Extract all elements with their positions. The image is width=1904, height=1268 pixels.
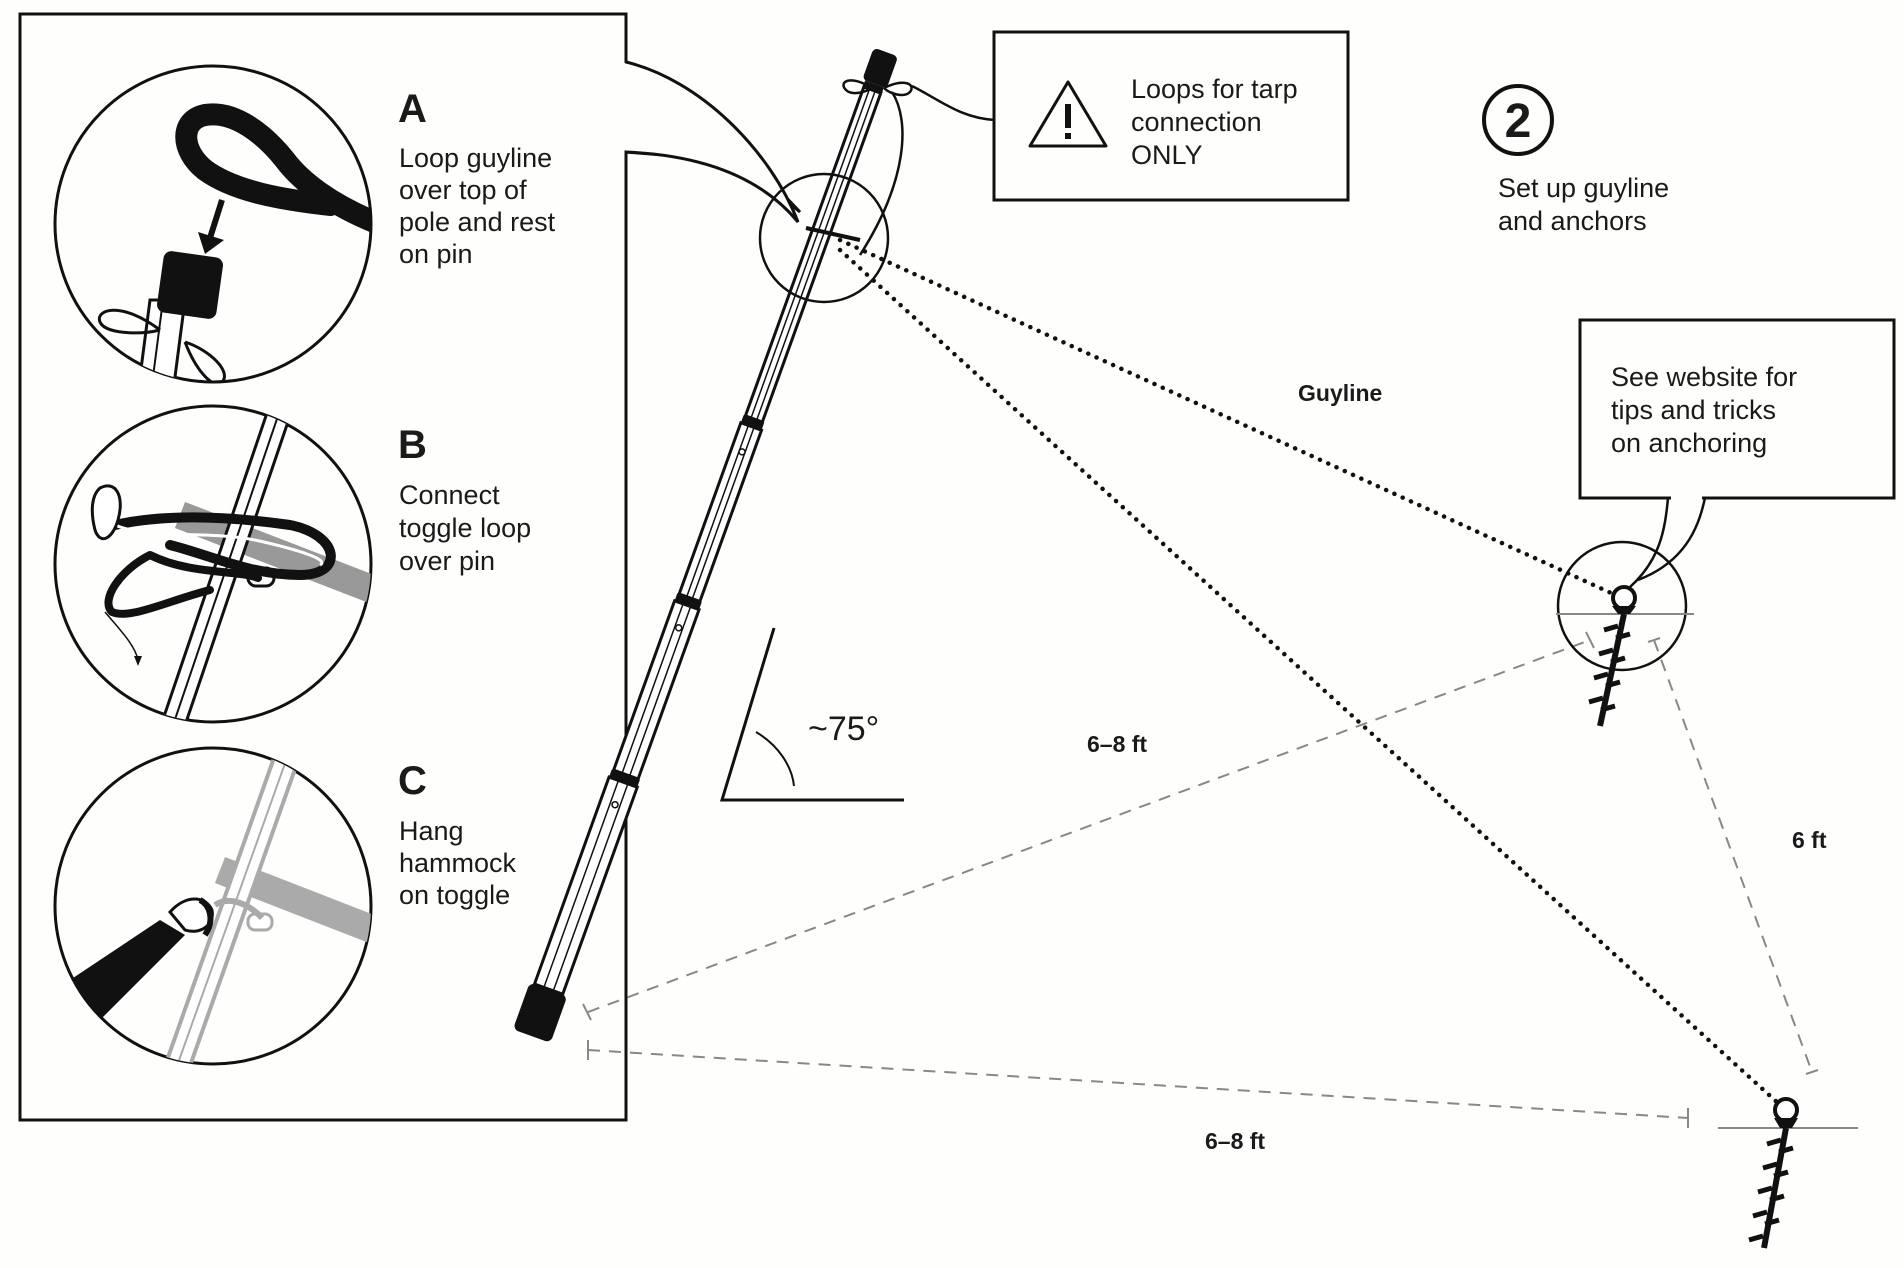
step-number: 2 Set up guyline and anchors [1482,84,1677,236]
pole-zoom-circle [758,172,890,304]
warning-line-2: connection [1131,107,1262,137]
step-b-line-2: toggle loop [399,513,531,543]
step-c-letter: C [398,759,427,803]
step-b-illustration [53,404,373,724]
step-a-line-3: pole and rest [399,207,556,237]
step-title: Set up guyline and anchors [1498,173,1677,236]
anchor-tip-line-1: See website for [1611,362,1797,392]
step-c-line-1: Hang [399,816,464,846]
step-b-letter: B [398,423,427,467]
guylines [837,237,1793,1117]
warning-line-1: Loops for tarp [1131,74,1298,104]
anchor-tip-callout: See website for tips and tricks on ancho… [1578,318,1896,588]
anchor-zoom-circle [1556,540,1688,672]
trekking-pole [514,48,913,1042]
distance-lower-label: 6–8 ft [1205,1128,1265,1154]
angle-label: ~75° [808,710,879,748]
upper-distance-line [587,639,1591,1013]
step-number-digit: 2 [1505,95,1532,148]
anchor-tip-box [1578,318,1896,500]
step-b-line-3: over pin [399,546,495,576]
distance-lines [582,631,1819,1128]
step-c-line-3: on toggle [399,880,510,910]
warning-text: Loops for tarp connection ONLY [1131,74,1305,170]
guyline-upper [837,237,1625,601]
distance-upper-label: 6–8 ft [1087,731,1147,757]
step-a-line-2: over top of [399,175,527,205]
step-a-letter: A [398,87,427,131]
anchor-distance-line [1653,639,1813,1073]
step-title-line-1: Set up guyline [1498,173,1669,203]
step-a-line-4: on pin [399,239,473,269]
distance-anchors-label: 6 ft [1792,827,1827,853]
step-a-illustration [53,64,373,384]
step-b-text: Connect toggle loop over pin [399,480,539,576]
anchor-lower [1718,1097,1858,1249]
warning-box [992,30,1350,202]
step-a-line-1: Loop guyline [399,143,552,173]
step-a-text: Loop guyline over top of pole and rest o… [399,143,563,269]
step-c-line-2: hammock [399,848,517,878]
anchor-tip-line-2: tips and tricks [1611,395,1776,425]
warning-triangle-icon [1028,80,1108,148]
anchor-tip-line-3: on anchoring [1611,428,1767,458]
anchor-upper [1556,540,1694,727]
anchor-tip-text: See website for tips and tricks on ancho… [1611,362,1805,458]
warning-line-3: ONLY [1131,140,1203,170]
step-title-line-2: and anchors [1498,206,1647,236]
step-c-text: Hang hammock on toggle [399,816,524,910]
lower-distance-line [587,1049,1689,1119]
step-number-badge [1482,84,1554,156]
guyline-label: Guyline [1298,380,1382,406]
angle-indicator: ~75° [719,627,904,802]
warning-callout: Loops for tarp connection ONLY [911,30,1350,202]
step-b-line-1: Connect [399,480,500,510]
